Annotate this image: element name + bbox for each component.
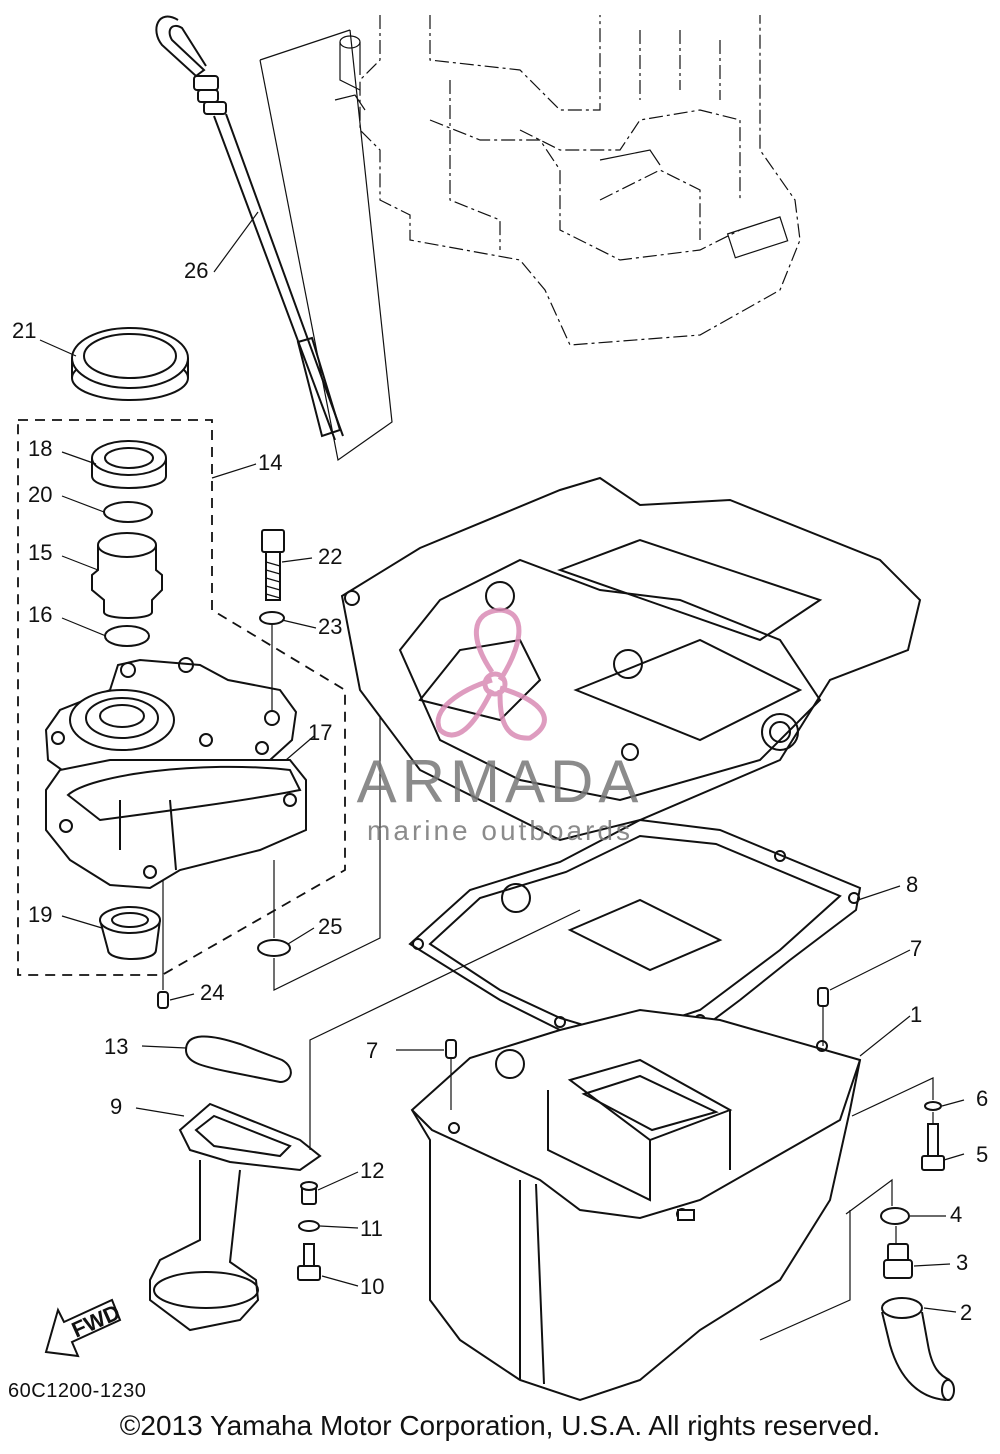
- callout-9: 9: [110, 1094, 122, 1119]
- bolt-part-22[interactable]: [261, 529, 285, 601]
- oil-strainer-part-9[interactable]: [149, 1102, 322, 1332]
- oil-seal-part-19[interactable]: [99, 906, 161, 960]
- engine-block-outline: [359, 15, 801, 346]
- engine-block-details: [334, 35, 789, 259]
- callout-7-left: 7: [366, 1038, 378, 1063]
- callout-11: 11: [360, 1216, 383, 1241]
- dipstick-part-26[interactable]: [155, 15, 344, 441]
- fwd-arrow-label: FWD: [68, 1299, 124, 1342]
- brand-watermark: ARMADA marine outboards: [357, 607, 644, 846]
- oil-pump-housing[interactable]: [44, 657, 307, 890]
- bolt-part-10[interactable]: [297, 1243, 321, 1281]
- callout-19: 19: [28, 902, 52, 927]
- callout-26: 26: [184, 258, 208, 283]
- callout-7-right: 7: [910, 936, 922, 961]
- copyright-notice: ©2013 Yamaha Motor Corporation, U.S.A. A…: [119, 1410, 881, 1441]
- seal-ring-part-21[interactable]: [71, 327, 189, 401]
- o-ring-part-20[interactable]: [103, 501, 153, 523]
- dowel-pin-part-7-right[interactable]: [817, 987, 829, 1007]
- fastener-guide-lines: [851, 1077, 934, 1124]
- callout-22: 22: [318, 544, 342, 569]
- callout-16: 16: [28, 602, 52, 627]
- upper-casing[interactable]: [340, 476, 922, 842]
- fwd-arrow-icon: FWD: [44, 1298, 124, 1358]
- watermark-brand: ARMADA: [357, 748, 644, 815]
- collar-part-12[interactable]: [300, 1181, 318, 1205]
- callout-5: 5: [976, 1142, 988, 1167]
- callout-20: 20: [28, 482, 52, 507]
- callout-1: 1: [910, 1002, 922, 1027]
- gasket-part-4[interactable]: [880, 1207, 910, 1225]
- dowel-pin-part-7-left[interactable]: [445, 1039, 457, 1059]
- callout-6: 6: [976, 1086, 988, 1111]
- callout-8: 8: [906, 872, 918, 897]
- gasket-part-17[interactable]: [66, 765, 302, 822]
- callout-15: 15: [28, 540, 52, 565]
- callout-12: 12: [360, 1158, 384, 1183]
- assembly-box-part-14: [17, 419, 346, 976]
- watermark-tagline: marine outboards: [367, 815, 633, 846]
- callout-23: 23: [318, 614, 342, 639]
- propeller-logo-icon: [435, 607, 547, 741]
- o-ring-part-25[interactable]: [257, 939, 291, 957]
- dowel-pin-part-24[interactable]: [157, 991, 169, 1009]
- drain-plug-part-3[interactable]: [883, 1243, 913, 1279]
- callout-leaders: [39, 211, 965, 1313]
- callout-13: 13: [104, 1034, 128, 1059]
- oil-pan-part-1[interactable]: [410, 1008, 862, 1402]
- o-ring-part-16[interactable]: [104, 625, 150, 647]
- callout-10: 10: [360, 1274, 384, 1299]
- callout-14: 14: [258, 450, 282, 475]
- oil-seal-part-18[interactable]: [91, 440, 167, 489]
- callout-25: 25: [318, 914, 342, 939]
- sleeve-part-15[interactable]: [91, 532, 163, 619]
- callout-2: 2: [960, 1300, 972, 1325]
- strainer-guide-line: [309, 909, 581, 1150]
- washer-part-6[interactable]: [924, 1101, 942, 1111]
- drain-guide-lines: [759, 1178, 897, 1341]
- bolt-part-5[interactable]: [921, 1123, 945, 1171]
- dipstick-guide-box: [259, 29, 393, 462]
- dowel-guide-lines: [450, 1006, 824, 1110]
- strainer-gasket-part-13[interactable]: [184, 1035, 292, 1084]
- washer-part-11[interactable]: [298, 1220, 320, 1232]
- washer-part-23[interactable]: [259, 611, 285, 625]
- callout-24: 24: [200, 980, 224, 1005]
- hose-part-2[interactable]: [881, 1297, 955, 1401]
- callout-18: 18: [28, 436, 52, 461]
- callout-labels: 26 21 18 20 15 16 14 22 23 17 19 24 25 8…: [12, 258, 988, 1325]
- callout-17: 17: [308, 720, 332, 745]
- callout-3: 3: [956, 1250, 968, 1275]
- callout-21: 21: [12, 318, 36, 343]
- diagram-code: 60C1200-1230: [8, 1380, 147, 1402]
- callout-4: 4: [950, 1202, 962, 1227]
